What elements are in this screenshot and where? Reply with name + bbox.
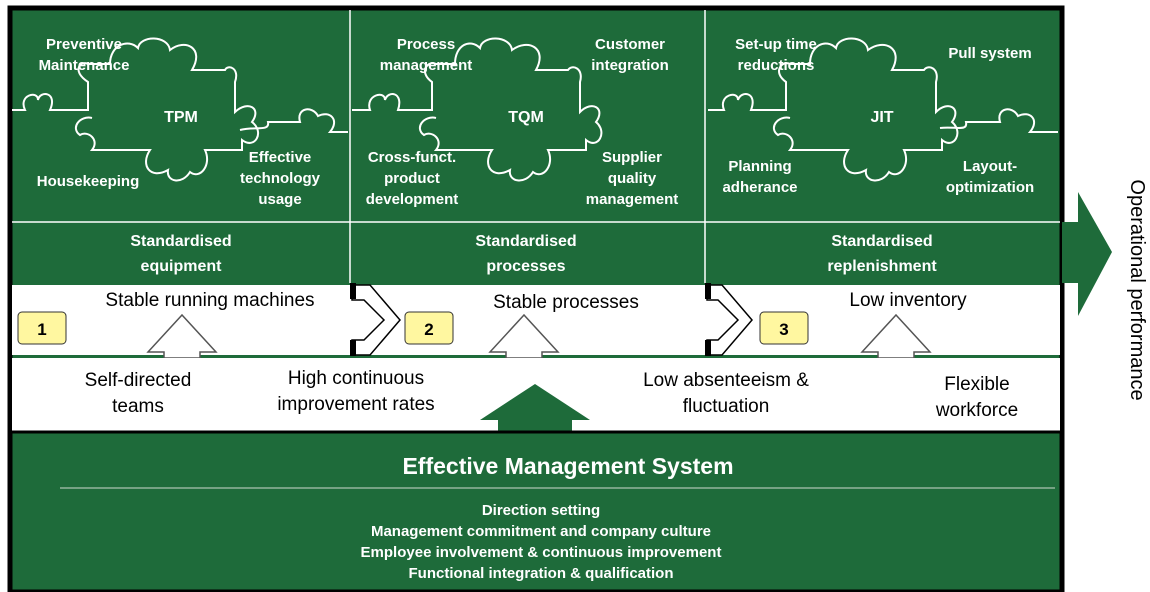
- management-title: Effective Management System: [402, 453, 733, 479]
- pillar-center-label: TQM: [508, 109, 544, 126]
- management-item: Functional integration & qualification: [409, 565, 674, 582]
- pillar-base-label: replenishment: [827, 258, 937, 275]
- pillar-element-label: Housekeeping: [37, 173, 140, 190]
- pillar-element-label: quality: [608, 170, 657, 187]
- stability-label: Stable processes: [493, 292, 639, 313]
- outcome-label: Operational performance: [1126, 179, 1148, 400]
- pillar-element-label: management: [586, 191, 679, 208]
- step-number: 3: [779, 320, 788, 339]
- up-arrow-icon: [480, 384, 590, 434]
- management-item: Management commitment and company cultur…: [371, 523, 711, 540]
- workforce-items: Self-directed teams High continuous improve…: [85, 368, 1019, 421]
- workforce-label: High continuous: [288, 368, 424, 389]
- pillar-element-label: Planning: [728, 158, 791, 175]
- pillar-element-label: usage: [258, 191, 301, 208]
- pillar-base-label: Standardised: [475, 233, 576, 250]
- workforce-label: teams: [112, 396, 164, 417]
- up-arrow-icon: [488, 313, 560, 359]
- pillar-center-label: JIT: [870, 109, 893, 126]
- pillar-base-label: equipment: [141, 258, 223, 275]
- pillar-element-label: adherance: [722, 179, 797, 196]
- pillar-element-label: optimization: [946, 179, 1034, 196]
- workforce-label: Flexible: [944, 374, 1009, 395]
- pillar-base-label: Standardised: [831, 233, 932, 250]
- pillar-element-label: Set-up time: [735, 36, 817, 53]
- workforce-label: Low absenteeism &: [643, 370, 809, 391]
- step-badge: [759, 311, 809, 345]
- pillar-element-label: Cross-funct.: [368, 149, 456, 166]
- pillar-center-label: TPM: [164, 109, 198, 126]
- step-number: 2: [424, 320, 433, 339]
- workforce-label: improvement rates: [277, 394, 434, 415]
- pillar-element-label: integration: [591, 57, 669, 74]
- workforce-label: Self-directed: [85, 370, 192, 391]
- up-arrow-icon: [860, 313, 932, 359]
- management-item: Employee involvement & continuous improv…: [361, 544, 722, 561]
- up-arrow-icon: [146, 313, 218, 359]
- pillar-element-label: reductions: [738, 57, 815, 74]
- pillar-element-label: product: [384, 170, 440, 187]
- pillar-element-label: Pull system: [948, 45, 1031, 62]
- pillar-element-label: technology: [240, 170, 321, 187]
- pillar-element-label: Layout-: [963, 158, 1017, 175]
- workforce-label: workforce: [935, 400, 1018, 421]
- workforce-label: fluctuation: [683, 396, 770, 417]
- outcome-arrow-icon: [1062, 192, 1112, 316]
- puzzle-piece-icon: [352, 37, 603, 182]
- puzzle-piece-icon: [12, 37, 259, 182]
- pillar-element-label: management: [380, 57, 473, 74]
- pillar-element-label: Effective: [249, 149, 312, 166]
- pillar-base-label: processes: [486, 258, 565, 275]
- pillar-base-label: Standardised: [130, 233, 231, 250]
- stability-label: Low inventory: [849, 290, 967, 311]
- pillar-element-label: development: [366, 191, 459, 208]
- step-badge: [404, 311, 454, 345]
- pillar-element-label: Supplier: [602, 149, 662, 166]
- step-number: 1: [37, 320, 46, 339]
- pillar-element-label: Process: [397, 36, 455, 53]
- stability-label: Stable running machines: [105, 290, 314, 311]
- management-item: Direction setting: [482, 502, 600, 519]
- pillar-element-label: Maintenance: [39, 57, 130, 74]
- pillar-element-label: Preventive: [46, 36, 122, 53]
- puzzle-outlines: [12, 37, 1058, 182]
- stability-items: 1 Stable running machines 2 Stable processe…: [17, 290, 967, 345]
- puzzle-piece-icon: [708, 37, 959, 182]
- pillar-element-label: Customer: [595, 36, 665, 53]
- step-badge: [17, 311, 67, 345]
